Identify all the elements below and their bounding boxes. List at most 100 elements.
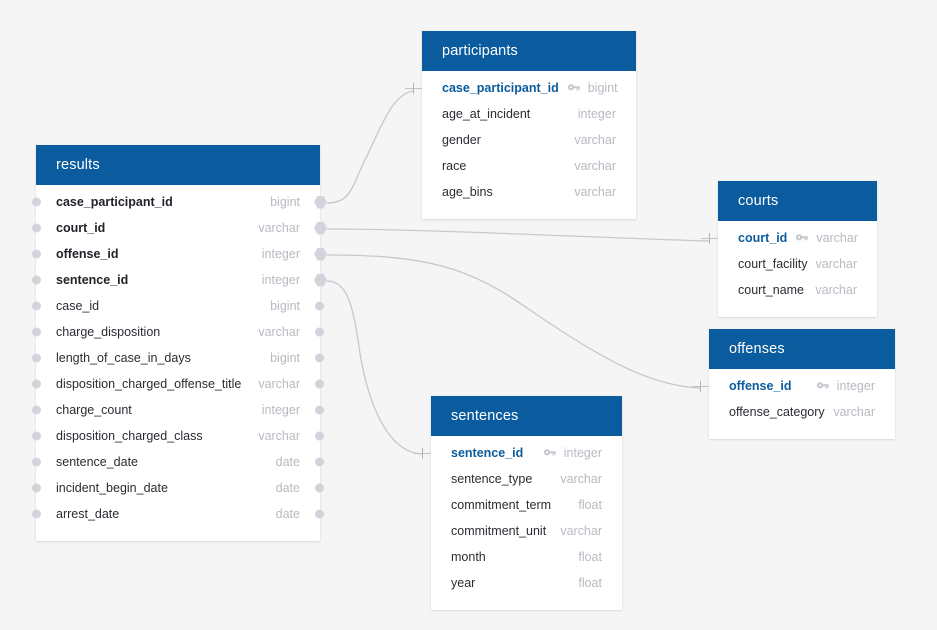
- column-type: date: [275, 507, 300, 521]
- column-connector-right-icon: [315, 509, 324, 519]
- column-type: integer: [836, 379, 875, 393]
- table-card-offenses[interactable]: offenses offense_id integer offense_categor…: [692, 329, 895, 439]
- column-connector-left-icon: [32, 223, 41, 233]
- primary-key-icon: [795, 231, 809, 245]
- column-connector-left-icon: [32, 483, 41, 493]
- column-connector-left-icon: [32, 431, 41, 441]
- column-row-sentences-sentence_id[interactable]: sentence_id integer: [414, 440, 622, 466]
- column-type: varchar: [258, 377, 300, 391]
- table-card-sentences[interactable]: sentences sentence_id integer sentence_type…: [414, 396, 622, 610]
- column-row-participants-race[interactable]: race varchar: [422, 153, 636, 179]
- column-type: bigint: [587, 81, 618, 95]
- column-connector-left-icon: [32, 457, 41, 467]
- column-type: varchar: [258, 221, 300, 235]
- column-name: sentence_date: [56, 455, 139, 469]
- column-type: varchar: [815, 257, 858, 271]
- relationship-results-offenses: [326, 254, 701, 389]
- relationship-results-courts: [326, 228, 710, 242]
- column-type: varchar: [815, 283, 857, 297]
- column-connector-left-icon: [32, 275, 41, 285]
- foreign-key-connector-icon: [314, 195, 327, 209]
- column-connector-left-icon: [32, 405, 41, 415]
- column-type: varchar: [574, 159, 616, 173]
- column-connector-right-icon: [315, 457, 324, 467]
- column-name: charge_disposition: [56, 325, 161, 339]
- column-row-results-arrest_date[interactable]: arrest_date date: [32, 501, 324, 527]
- column-type: integer: [261, 247, 300, 261]
- column-name: charge_count: [56, 403, 132, 417]
- table-title-participants: participants: [422, 31, 636, 71]
- table-title-offenses: offenses: [709, 329, 895, 369]
- column-connector-right-icon: [315, 431, 324, 441]
- column-name: age_at_incident: [442, 107, 531, 121]
- column-name: race: [442, 159, 467, 173]
- column-list-sentences: sentence_id integer sentence_type varchar co…: [414, 436, 622, 596]
- relationship-endpoint-icon: [414, 447, 431, 459]
- relationship-results-participants: [326, 90, 414, 204]
- column-row-courts-court_name[interactable]: court_name varchar: [718, 277, 877, 303]
- column-type: varchar: [816, 231, 858, 245]
- column-row-offenses-offense_id[interactable]: offense_id integer: [692, 373, 895, 399]
- relationship-endpoint-icon: [692, 380, 709, 392]
- column-name: sentence_id: [451, 446, 524, 460]
- column-name: offense_id: [729, 379, 792, 393]
- column-row-results-sentence_date[interactable]: sentence_date date: [32, 449, 324, 475]
- foreign-key-connector-icon: [314, 247, 327, 261]
- column-row-results-disposition_charged_offense_title[interactable]: disposition_charged_offense_title varchar: [32, 371, 324, 397]
- column-row-sentences-sentence_type[interactable]: sentence_type varchar: [431, 466, 622, 492]
- table-title-courts: courts: [718, 181, 877, 221]
- column-name: sentence_type: [451, 472, 533, 486]
- column-type: integer: [563, 446, 602, 460]
- table-title-sentences: sentences: [431, 396, 622, 436]
- relationship-results-sentences: [326, 280, 423, 455]
- foreign-key-connector-icon: [314, 273, 327, 287]
- column-name: disposition_charged_offense_title: [56, 377, 242, 391]
- column-name: arrest_date: [56, 507, 120, 521]
- table-title-results: results: [36, 145, 320, 185]
- column-type: bigint: [270, 195, 300, 209]
- column-type: varchar: [258, 429, 300, 443]
- column-name: year: [451, 576, 476, 590]
- column-name: age_bins: [442, 185, 493, 199]
- column-name: court_id: [56, 221, 106, 235]
- column-type: date: [275, 481, 300, 495]
- column-type: integer: [261, 273, 300, 287]
- column-connector-right-icon: [315, 301, 324, 311]
- column-type: float: [578, 498, 602, 512]
- column-type: date: [275, 455, 300, 469]
- column-row-results-court_id[interactable]: court_id varchar: [32, 215, 327, 241]
- column-row-sentences-year[interactable]: year float: [431, 570, 622, 596]
- column-name: case_id: [56, 299, 100, 313]
- column-name: court_name: [738, 283, 805, 297]
- column-connector-left-icon: [32, 249, 41, 259]
- column-type: float: [578, 576, 602, 590]
- column-connector-right-icon: [315, 327, 324, 337]
- column-type: varchar: [560, 472, 602, 486]
